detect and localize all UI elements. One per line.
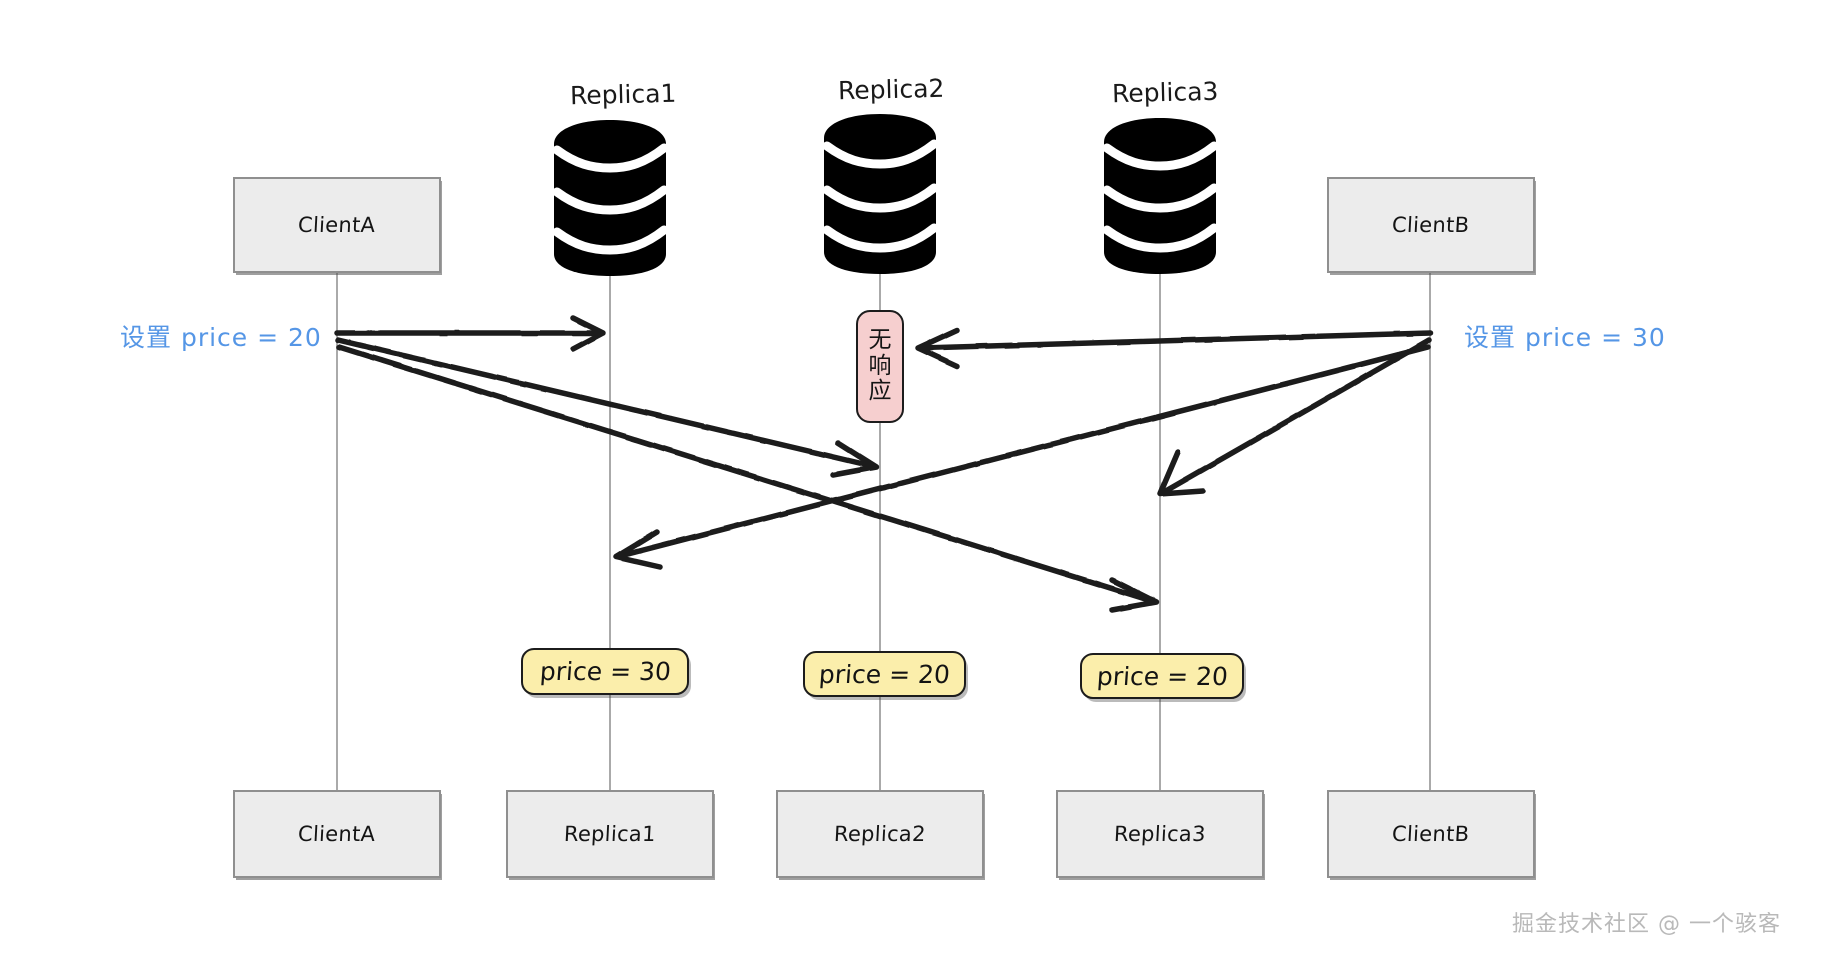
database-icon-replica2 (822, 114, 939, 274)
database-icon-replica3 (1102, 118, 1219, 274)
node-replica3-bottom-label: Replica3 (1113, 822, 1207, 846)
caption-set-price-30: 设置 price = 30 (1464, 323, 1666, 352)
note-value-replica3-label: price = 20 (1095, 661, 1229, 691)
note-value-replica2: price = 20 (803, 651, 966, 697)
arrow-clientA-to-replica3 (336, 344, 1159, 613)
node-clientB-top-label: ClientB (1391, 213, 1471, 237)
arrow-clientA-to-replica2 (335, 337, 879, 478)
node-replica3-bottom[interactable]: Replica3 (1056, 790, 1264, 878)
note-no-response-char-3: 应 (868, 378, 892, 405)
node-clientA-bottom-label: ClientA (297, 822, 377, 846)
node-replica1-bottom[interactable]: Replica1 (506, 790, 714, 878)
note-value-replica3: price = 20 (1080, 653, 1244, 699)
note-no-response: 无 响 应 (856, 310, 904, 423)
note-value-replica2-label: price = 20 (818, 659, 951, 689)
node-clientA-top[interactable]: ClientA (233, 177, 441, 273)
note-no-response-char-1: 无 (868, 326, 892, 353)
note-no-response-char-2: 响 (868, 352, 892, 379)
node-replica2-bottom[interactable]: Replica2 (776, 790, 984, 878)
database-icon-replica1 (552, 120, 669, 276)
watermark-text: 掘金技术社区 @ 一个骇客 (1512, 912, 1781, 937)
node-clientB-bottom-label: ClientB (1391, 822, 1471, 846)
node-clientA-top-label: ClientA (297, 213, 377, 237)
arrow-clientA-to-replica1 (334, 315, 606, 352)
db-caption-replica1: Replica1 (569, 78, 677, 111)
db-caption-replica2: Replica2 (837, 73, 945, 106)
node-clientB-top[interactable]: ClientB (1327, 177, 1535, 273)
node-clientB-bottom[interactable]: ClientB (1327, 790, 1535, 878)
note-value-replica1-label: price = 30 (538, 657, 672, 686)
arrow-clientB-to-replica3 (1157, 337, 1432, 497)
arrow-clientB-to-replica2 (915, 327, 1433, 369)
note-value-replica1: price = 30 (521, 648, 689, 695)
node-replica2-bottom-label: Replica2 (833, 822, 927, 846)
db-caption-replica3: Replica3 (1111, 76, 1219, 109)
node-clientA-bottom[interactable]: ClientA (233, 790, 441, 878)
caption-set-price-20: 设置 price = 20 (120, 323, 322, 352)
node-replica1-bottom-label: Replica1 (563, 822, 657, 846)
arrow-clientB-to-replica1 (613, 344, 1431, 570)
